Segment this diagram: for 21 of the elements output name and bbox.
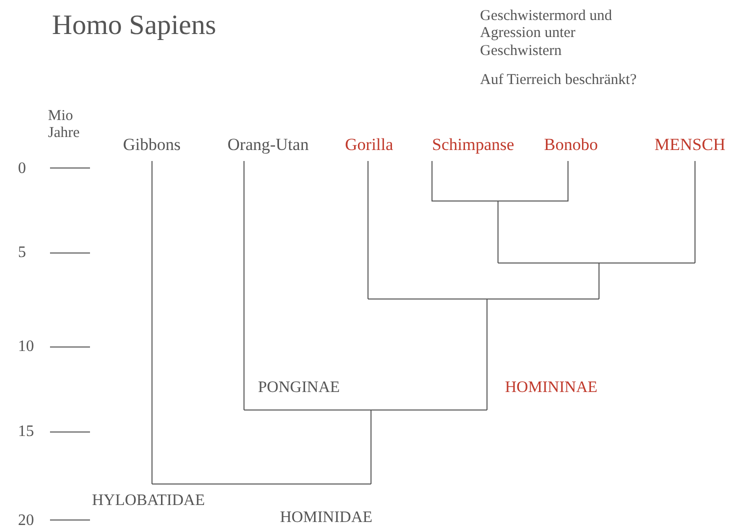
clade-label: HOMINIDAE (280, 509, 372, 528)
title: Homo Sapiens (52, 10, 216, 42)
axis-tick-label: 10 (18, 338, 34, 356)
clade-label: PONGINAE (258, 379, 340, 398)
axis-title: Mio Jahre (48, 108, 81, 142)
tree-branch (694, 160, 696, 264)
species-label: MENSCH (654, 135, 726, 155)
clade-label: HYLOBATIDAE (92, 492, 205, 510)
axis-tick-label: 15 (18, 423, 34, 442)
species-label: Bonobo (544, 135, 598, 155)
tree-branch (432, 160, 568, 202)
clade-label: HOMININAE (505, 379, 598, 398)
species-label: Schimpanse (432, 135, 514, 155)
axis-tick-label: 5 (18, 244, 26, 262)
species-label: Gibbons (123, 135, 181, 155)
species-label: Orang-Utan (228, 135, 309, 155)
note-text: Geschwistermord und Agression unter Geschwistern (480, 8, 614, 60)
axis-tick-label: 20 (18, 512, 34, 530)
species-label: Gorilla (345, 135, 394, 155)
axis-tick-label: 0 (18, 160, 26, 178)
note-text: Auf Tierreich beschränkt? (480, 72, 637, 90)
